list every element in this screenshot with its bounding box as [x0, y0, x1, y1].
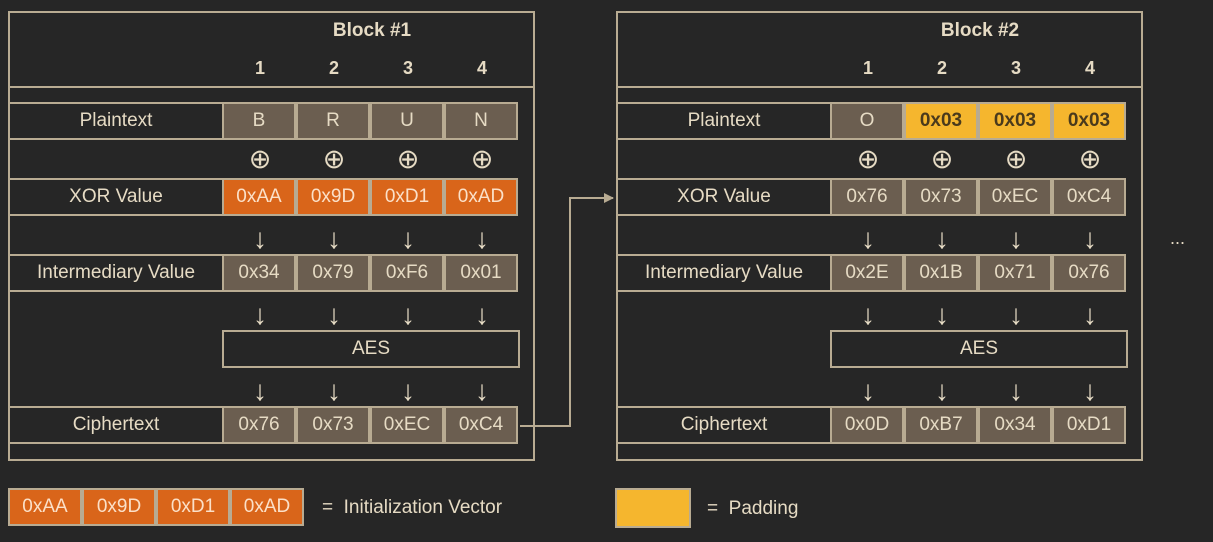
legend-iv-text: = Initialization Vector — [322, 497, 503, 518]
block-1-ciphertext-cell: 0xEC — [370, 406, 444, 444]
block-2-col-2: 2 — [936, 58, 947, 78]
block-2-intermediary-cell: 0x1B — [904, 254, 978, 292]
block-2-intermediary-label: Intermediary Value — [616, 254, 832, 292]
down-arrow-icon: ↓ — [475, 223, 489, 254]
block-2-xor-cell: 0x73 — [904, 178, 978, 216]
block-1-intermediary-label: Intermediary Value — [8, 254, 224, 292]
down-arrow-icon: ↓ — [475, 375, 489, 406]
block-1-plaintext-cell: B — [222, 102, 296, 140]
block-2-frame — [616, 11, 1143, 461]
block-2-ciphertext-label: Ciphertext — [616, 406, 832, 444]
xor-symbol-icon: ⊕ — [856, 144, 880, 174]
down-arrow-icon: ↓ — [1009, 299, 1023, 330]
block-2-xor-label: XOR Value — [616, 178, 832, 216]
block-1-col-4: 4 — [476, 58, 487, 78]
block-1-ciphertext-label: Ciphertext — [8, 406, 224, 444]
legend-padding-swatch — [615, 488, 691, 528]
block-2-xor-cell: 0xC4 — [1052, 178, 1126, 216]
down-arrow-icon: ↓ — [253, 375, 267, 406]
block-1-header-rule — [8, 86, 533, 88]
xor-symbol-icon: ⊕ — [322, 144, 346, 174]
block-1-xor-label: XOR Value — [8, 178, 224, 216]
down-arrow-icon: ↓ — [475, 299, 489, 330]
down-arrow-icon: ↓ — [1083, 375, 1097, 406]
down-arrow-icon: ↓ — [861, 223, 875, 254]
block-2-col-4: 4 — [1084, 58, 1095, 78]
block-2-aes-box: AES — [830, 330, 1128, 368]
block-1-ciphertext-cell: 0x76 — [222, 406, 296, 444]
block-2-plaintext-cell: O — [830, 102, 904, 140]
down-arrow-icon: ↓ — [253, 223, 267, 254]
block-1-intermediary-cell: 0x34 — [222, 254, 296, 292]
block-2-col-1: 1 — [862, 58, 873, 78]
block-2-col-3: 3 — [1010, 58, 1021, 78]
block-1-xor-cell: 0xD1 — [370, 178, 444, 216]
block-2-padding-cell: 0x03 — [1052, 102, 1126, 140]
block-1-col-3: 3 — [402, 58, 413, 78]
block-2-ciphertext-cell: 0xD1 — [1052, 406, 1126, 444]
down-arrow-icon: ↓ — [253, 299, 267, 330]
block-2-xor-cell: 0x76 — [830, 178, 904, 216]
block-1-xor-cell: 0xAD — [444, 178, 518, 216]
block-1-plaintext-cell: U — [370, 102, 444, 140]
legend-iv-cell: 0xAA — [8, 488, 82, 526]
block-2-intermediary-cell: 0x76 — [1052, 254, 1126, 292]
block-1-title: Block #1 — [332, 20, 412, 41]
block-1-ciphertext-cell: 0xC4 — [444, 406, 518, 444]
block-2-intermediary-cell: 0x2E — [830, 254, 904, 292]
block-1-plaintext-cell: N — [444, 102, 518, 140]
block-1-intermediary-cell: 0x01 — [444, 254, 518, 292]
down-arrow-icon: ↓ — [1083, 299, 1097, 330]
block-1-xor-cell: 0xAA — [222, 178, 296, 216]
block-1-xor-cell: 0x9D — [296, 178, 370, 216]
block-1-col-2: 2 — [328, 58, 339, 78]
block-1-frame — [8, 11, 535, 461]
down-arrow-icon: ↓ — [1083, 223, 1097, 254]
block-2-padding-cell: 0x03 — [978, 102, 1052, 140]
down-arrow-icon: ↓ — [327, 299, 341, 330]
down-arrow-icon: ↓ — [935, 375, 949, 406]
block-1-aes-box: AES — [222, 330, 520, 368]
legend-iv-cell: 0xD1 — [156, 488, 230, 526]
down-arrow-icon: ↓ — [327, 375, 341, 406]
xor-symbol-icon: ⊕ — [930, 144, 954, 174]
block-2-ciphertext-cell: 0x34 — [978, 406, 1052, 444]
block-2-plaintext-label: Plaintext — [616, 102, 832, 140]
block-2-padding-cell: 0x03 — [904, 102, 978, 140]
legend-iv-cell: 0xAD — [230, 488, 304, 526]
block-2-header-rule — [616, 86, 1141, 88]
xor-symbol-icon: ⊕ — [470, 144, 494, 174]
xor-symbol-icon: ⊕ — [248, 144, 272, 174]
down-arrow-icon: ↓ — [1009, 375, 1023, 406]
block-2-xor-cell: 0xEC — [978, 178, 1052, 216]
down-arrow-icon: ↓ — [327, 223, 341, 254]
block-1-intermediary-cell: 0x79 — [296, 254, 370, 292]
block-2-intermediary-cell: 0x71 — [978, 254, 1052, 292]
legend-iv-cell: 0x9D — [82, 488, 156, 526]
legend-padding-text: = Padding — [707, 498, 799, 519]
block-2-ciphertext-cell: 0xB7 — [904, 406, 978, 444]
block-1-ciphertext-cell: 0x73 — [296, 406, 370, 444]
xor-symbol-icon: ⊕ — [1078, 144, 1102, 174]
chain-connector-arrow — [520, 193, 614, 427]
down-arrow-icon: ↓ — [401, 223, 415, 254]
down-arrow-icon: ↓ — [861, 375, 875, 406]
xor-symbol-icon: ⊕ — [1004, 144, 1028, 174]
down-arrow-icon: ↓ — [935, 299, 949, 330]
block-2-title: Block #2 — [940, 20, 1020, 41]
down-arrow-icon: ↓ — [401, 375, 415, 406]
down-arrow-icon: ↓ — [401, 299, 415, 330]
block-2-ciphertext-cell: 0x0D — [830, 406, 904, 444]
down-arrow-icon: ↓ — [861, 299, 875, 330]
xor-symbol-icon: ⊕ — [396, 144, 420, 174]
block-1-intermediary-cell: 0xF6 — [370, 254, 444, 292]
down-arrow-icon: ↓ — [1009, 223, 1023, 254]
continuation-ellipsis: ... — [1170, 228, 1186, 248]
block-1-plaintext-label: Plaintext — [8, 102, 224, 140]
block-1-plaintext-cell: R — [296, 102, 370, 140]
block-1-col-1: 1 — [254, 58, 265, 78]
down-arrow-icon: ↓ — [935, 223, 949, 254]
